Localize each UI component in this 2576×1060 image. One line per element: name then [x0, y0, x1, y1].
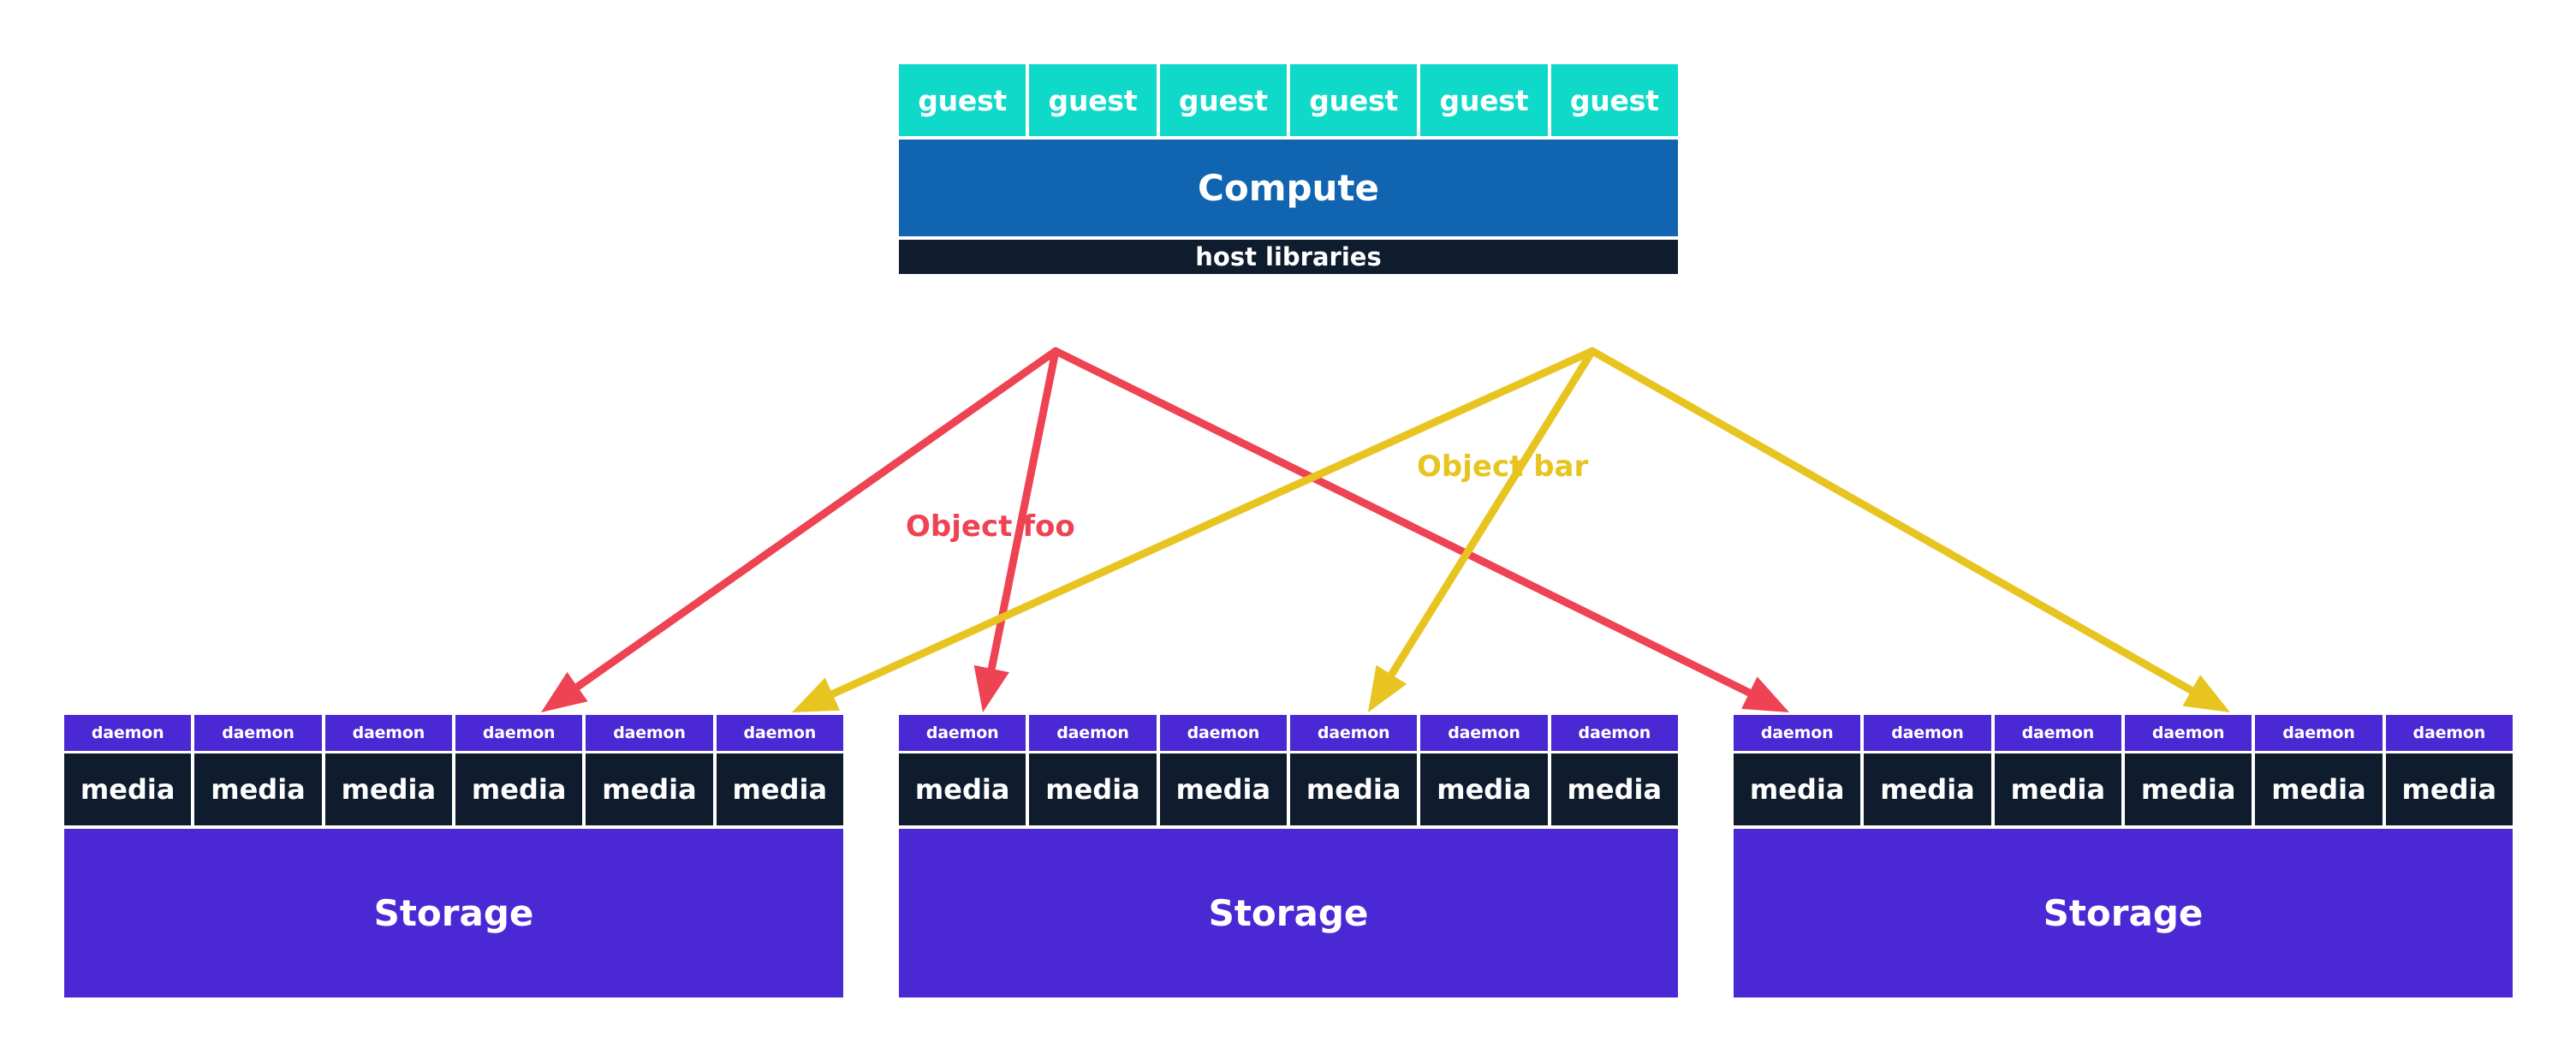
media-cell: media	[1864, 753, 1991, 825]
media-cell: media	[1159, 753, 1287, 825]
media-cell: media	[899, 753, 1026, 825]
daemon-cell: daemon	[194, 715, 322, 751]
media-cell: media	[2124, 753, 2252, 825]
daemon-cell: daemon	[716, 715, 843, 751]
storage-block: Storage	[899, 829, 1678, 997]
media-cell: media	[455, 753, 583, 825]
daemon-cell: daemon	[2124, 715, 2252, 751]
daemon-cell: daemon	[1864, 715, 1991, 751]
daemon-cell: daemon	[2385, 715, 2513, 751]
storage-block: Storage	[1734, 829, 2513, 997]
object-foo-arrowhead	[541, 671, 588, 712]
media-cell: media	[716, 753, 843, 825]
object-foo-line	[1051, 347, 1758, 700]
guest-cell: guest	[1029, 64, 1157, 136]
daemon-cell: daemon	[2255, 715, 2383, 751]
object-foo-arrowhead	[973, 664, 1009, 712]
media-cell: media	[64, 753, 192, 825]
media-cell: media	[194, 753, 322, 825]
daemon-cell: daemon	[324, 715, 452, 751]
daemon-cell: daemon	[1159, 715, 1287, 751]
daemon-cell: daemon	[586, 715, 713, 751]
object-bar-label: Object bar	[1417, 450, 1589, 484]
daemon-cell: daemon	[1734, 715, 1861, 751]
media-cell: media	[2255, 753, 2383, 825]
media-cell: media	[324, 753, 452, 825]
storage-block: Storage	[64, 829, 843, 997]
object-bar-arrowhead	[792, 677, 841, 712]
host-libraries-block: host libraries	[899, 240, 1678, 274]
compute-block: Compute	[899, 140, 1678, 236]
media-cell: media	[2385, 753, 2513, 825]
daemon-cell: daemon	[1289, 715, 1418, 751]
guest-cell: guest	[1550, 64, 1678, 136]
daemon-cell: daemon	[1420, 715, 1548, 751]
guest-cell: guest	[1289, 64, 1418, 136]
media-cell: media	[1029, 753, 1157, 825]
media-cell: media	[1420, 753, 1548, 825]
daemon-cell: daemon	[1994, 715, 2121, 751]
media-cell: media	[1550, 753, 1678, 825]
object-bar-arrowhead	[1368, 664, 1407, 712]
daemon-cell: daemon	[899, 715, 1026, 751]
object-bar-line	[1384, 347, 1597, 683]
media-cell: media	[586, 753, 713, 825]
media-cell: media	[1734, 753, 1861, 825]
guest-cell: guest	[899, 64, 1026, 136]
daemon-cell: daemon	[1550, 715, 1678, 751]
daemon-cell: daemon	[64, 715, 192, 751]
object-foo-label: Object foo	[906, 509, 1075, 544]
daemon-cell: daemon	[455, 715, 583, 751]
guest-cell: guest	[1420, 64, 1548, 136]
object-bar-arrowhead	[2182, 675, 2230, 712]
daemon-cell: daemon	[1029, 715, 1157, 751]
media-cell: media	[1289, 753, 1418, 825]
object-bar-line	[1588, 347, 2200, 697]
object-foo-arrowhead	[1741, 676, 1789, 712]
guest-cell: guest	[1159, 64, 1287, 136]
media-cell: media	[1994, 753, 2121, 825]
